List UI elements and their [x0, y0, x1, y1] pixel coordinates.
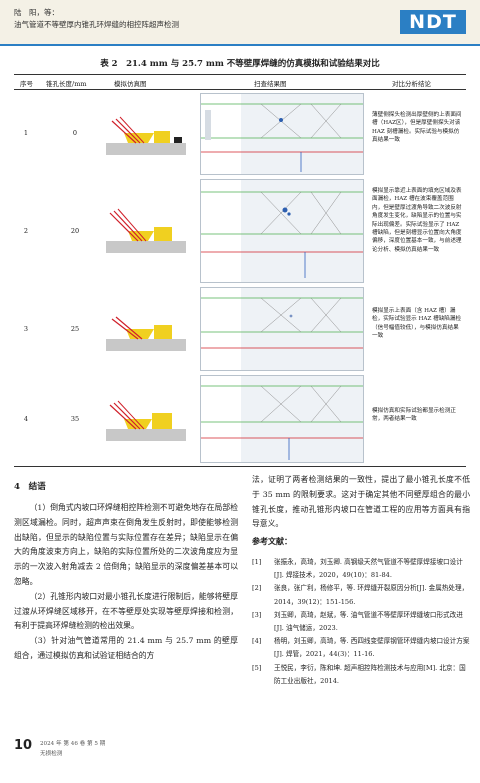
page-number: 10	[14, 738, 33, 753]
row-cone-length: 0	[72, 129, 78, 137]
header-running-title: 油气管道不等壁厚内锥孔环焊缝的相控阵超声检测	[14, 20, 179, 29]
col-header-scan: 扫查结果图	[254, 80, 287, 88]
table-caption: 表 2 21.4 mm 与 25.7 mm 不等壁厚焊缝的仿真模拟和试验结果对比	[100, 59, 380, 69]
simulation-image	[106, 208, 186, 253]
row-number: 4	[23, 415, 29, 423]
table-row: 2 20 模拟显示靠近上表面的填充区域及表面漏检，HAZ 槽在波束覆盖范围内，但…	[14, 177, 466, 283]
col-header-conclusion: 对比分析结论	[392, 80, 431, 88]
references-title: 参考文献：	[252, 536, 292, 546]
reference-item: [5]王悦民，李衍，陈和坤. 超声相控阵检测技术与应用[M]. 北京：国防工业出…	[252, 663, 466, 685]
row-conclusion: 薄壁侧探头检测出厚壁侧的上表面间槽（HAZ区），但是厚壁侧探头对该 HAZ 刻槽…	[372, 112, 462, 144]
table-row: 3 25 模拟显示上表面（含 HAZ 槽）漏检，实际试验显示 HAZ 槽缺陷漏检…	[14, 285, 466, 371]
conclusion-paragraph-1: （1）倒角式内坡口环焊缝相控阵检测不可避免地存在局部检测区域漏检。同时，超声声束…	[14, 503, 238, 586]
table-header: 序号 锥孔长度/mm 模拟仿真图 扫查结果图 对比分析结论	[14, 75, 466, 90]
scan-result-image	[200, 93, 364, 175]
row-conclusion: 模拟显示上表面（含 HAZ 槽）漏检，实际试验显示 HAZ 槽缺陷漏检（信号幅值…	[372, 308, 462, 340]
simulation-image	[106, 400, 186, 441]
col-header-length: 锥孔长度/mm	[46, 80, 87, 88]
reference-item: [3]刘玉卿，高琦，赵斌，等. 油气管道不等壁厚环焊缝坡口形式改进[J]. 油气…	[252, 610, 463, 633]
results-table: 序号 锥孔长度/mm 模拟仿真图 扫查结果图 对比分析结论 1 0	[14, 74, 466, 467]
conclusion-paragraph-3: （3）针对油气管道常用的 21.4 mm 与 25.7 mm 的壁厚组合，通过模…	[14, 636, 238, 660]
footer-issue: 2024 年 第 46 卷 第 5 期	[40, 741, 106, 747]
row-conclusion: 模拟显示靠近上表面的填充区域及表面漏检，HAZ 槽在波束覆盖范围内，但是壁厚过渡…	[372, 188, 462, 253]
references-list: [1]张振永，高琦，刘玉卿. 高钢级天然气管道不等壁厚焊接坡口设计[J]. 焊接…	[252, 556, 470, 688]
section-title: 4 结语	[14, 482, 46, 492]
row-number: 1	[23, 129, 29, 137]
conclusion-left-column: （1）倒角式内坡口环焊缝相控阵检测不可避免地存在局部检测区域漏检。同时，超声声束…	[14, 501, 238, 664]
scan-result-image	[200, 287, 364, 371]
simulation-image	[106, 316, 186, 351]
row-cone-length: 35	[70, 415, 80, 423]
table-row: 1 0 薄壁侧探头检测出厚壁侧的上表面间槽（HAZ区），但是厚壁侧探头对该 H	[14, 91, 466, 175]
row-conclusion: 模拟仿真和实际试验都显示检测正常，两者结果一致	[372, 408, 456, 423]
table-row: 4 35 模拟仿真和实际试验都显示检测正常，两者结果一致	[14, 373, 466, 463]
header-authors: 陆 阳，等：	[14, 8, 59, 17]
page-header: 陆 阳，等： 油气管道不等壁厚内锥孔环焊缝的相控阵超声检测 NDT	[0, 0, 480, 44]
conclusion-paragraph-2: （2）孔锥形内坡口对最小锥孔长度进行限制后，能够将壁厚过渡从环焊缝区域移开，在不…	[14, 591, 238, 631]
row-cone-length: 20	[70, 227, 80, 235]
row-number: 2	[23, 227, 29, 235]
row-cone-length: 25	[70, 325, 80, 333]
journal-logo: NDT	[400, 10, 466, 34]
row-number: 3	[23, 325, 29, 333]
scan-result-image	[200, 179, 364, 283]
col-header-sim: 模拟仿真图	[114, 80, 147, 88]
header-rule	[0, 44, 480, 46]
reference-item: [1]张振永，高琦，刘玉卿. 高钢级天然气管道不等壁厚焊接坡口设计[J]. 焊接…	[252, 558, 463, 580]
conclusion-paragraph-3-continued: 法，证明了两者检测结果的一致性，提出了最小锥孔长度不低于 35 mm 的限制要求…	[252, 475, 470, 529]
simulation-image	[106, 116, 186, 155]
reference-item: [2]张良，张广利，杨修平，等. 环焊缝开裂原因分析[J]. 金属热处理，201…	[252, 584, 469, 606]
reference-item: [4]杨明，刘玉卿，高琦，等. 西四线变壁厚钢管环焊缝内坡口设计方案[J]. 焊…	[252, 637, 470, 659]
footer-journal: 无损检测	[40, 751, 63, 757]
col-header-no: 序号	[20, 80, 33, 88]
scan-result-image	[200, 375, 364, 463]
